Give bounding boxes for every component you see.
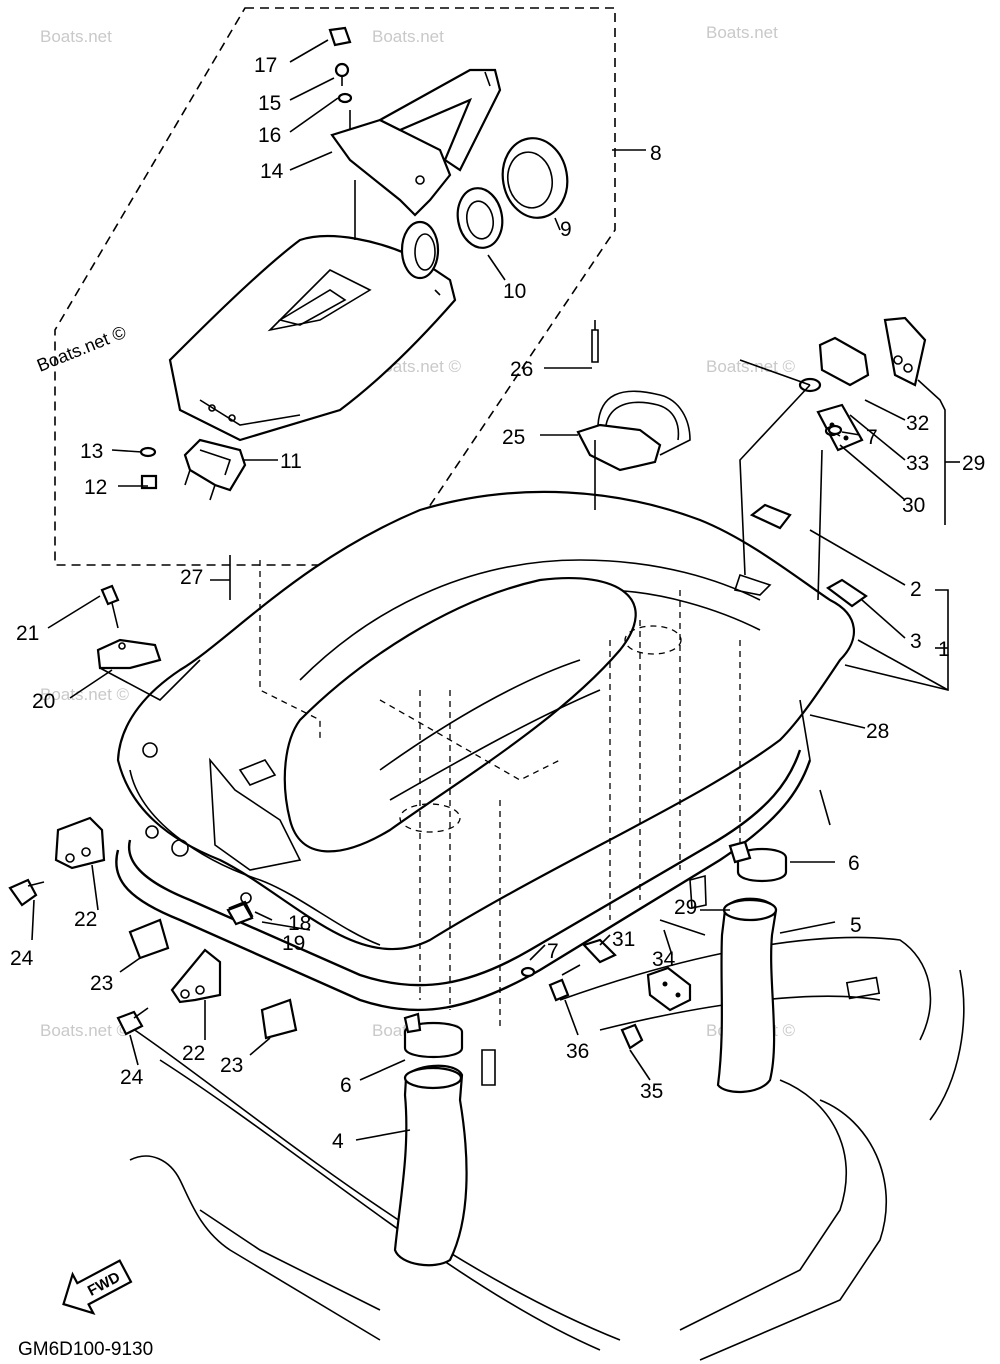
callout-7: 7 [547, 940, 559, 963]
fasteners-15-17 [328, 26, 353, 130]
bracket-14 [330, 68, 502, 217]
figure-code: GM6D100-9130 [18, 1339, 153, 1360]
callout-6: 6 [340, 1074, 352, 1097]
callout-23: 23 [90, 972, 113, 995]
callout-31: 31 [612, 928, 635, 951]
callout-23: 23 [220, 1054, 243, 1077]
callout-32: 32 [906, 412, 929, 435]
pads [749, 503, 868, 608]
callout-25: 25 [502, 426, 525, 449]
callout-1: 1 [938, 638, 950, 661]
callout-5: 5 [850, 914, 862, 937]
callout-18: 18 [288, 912, 311, 935]
watermark: Boats.net [372, 27, 444, 46]
callout-19: 19 [282, 932, 305, 955]
latch-lower [520, 425, 840, 1050]
callout-7: 7 [866, 426, 878, 449]
hull-outline [119, 936, 965, 1361]
watermark: Boats.net © [40, 1021, 130, 1040]
watermark: Boats.net © [706, 357, 796, 376]
hoses [393, 429, 841, 1267]
latch-upper [798, 316, 927, 452]
small-washers [226, 424, 843, 926]
callout-4: 4 [332, 1130, 344, 1153]
callout-15: 15 [258, 92, 281, 115]
callout-20: 20 [32, 690, 55, 713]
callout-14: 14 [260, 160, 284, 183]
callout-22: 22 [74, 908, 97, 931]
callout-21: 21 [16, 622, 39, 645]
callout-26: 26 [510, 358, 533, 381]
callout-labels: 1 2 3 4 5 6 6 7 7 8 9 10 11 12 13 14 15 … [10, 54, 985, 1153]
hull-bumper [115, 699, 812, 1012]
callout-10: 10 [503, 280, 526, 303]
callout-36: 36 [566, 1040, 589, 1063]
callout-13: 13 [80, 440, 103, 463]
callout-9: 9 [560, 218, 572, 241]
callout-24: 24 [10, 947, 34, 970]
watermark: Boats.net © [40, 685, 130, 704]
leader-lines [31, 39, 960, 1141]
callout-12: 12 [84, 476, 107, 499]
callout-29: 29 [962, 452, 985, 475]
grab-handle [576, 320, 691, 510]
watermark: Boats.net [40, 27, 112, 46]
watermark-dark: Boats.net © [34, 322, 129, 376]
callout-30: 30 [902, 494, 925, 517]
callout-17: 17 [254, 54, 277, 77]
callout-6: 6 [848, 852, 860, 875]
callout-3: 3 [910, 630, 922, 653]
callout-24: 24 [120, 1066, 144, 1089]
forward-arrow: FWD [62, 1259, 133, 1316]
callout-35: 35 [640, 1080, 663, 1103]
callout-16: 16 [258, 124, 281, 147]
callout-27: 27 [180, 566, 203, 589]
clip-11 [139, 438, 247, 501]
callout-33: 33 [906, 452, 929, 475]
callout-29: 29 [674, 896, 697, 919]
callout-8: 8 [650, 142, 662, 165]
seal-rings [456, 137, 569, 249]
callout-34: 34 [652, 948, 676, 971]
engine-hatch-cover [116, 490, 855, 951]
callout-22: 22 [182, 1042, 205, 1065]
callout-28: 28 [866, 720, 889, 743]
air-intake-box [168, 180, 457, 442]
callout-2: 2 [910, 578, 922, 601]
watermark: Boats.net [706, 23, 778, 42]
callout-11: 11 [280, 450, 302, 473]
